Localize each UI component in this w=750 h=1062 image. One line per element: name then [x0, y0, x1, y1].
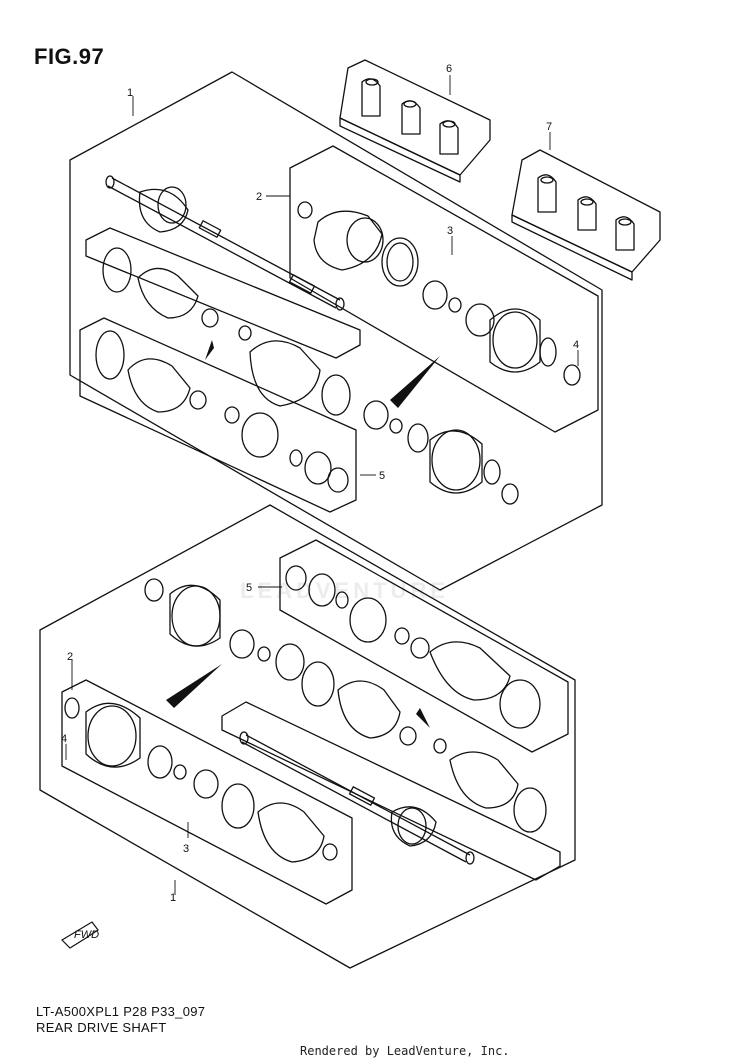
bottom-lower-parts — [64, 697, 338, 863]
callout-top-1: 1 — [127, 87, 133, 99]
callout-top-4: 4 — [573, 339, 579, 351]
callout-bottom-5: 5 — [246, 582, 252, 594]
top-middle-parts — [249, 340, 519, 505]
rendered-by-credit: Rendered by LeadVenture, Inc. — [300, 1044, 510, 1058]
top-inner-frame-upper — [289, 145, 599, 433]
bottom-assembly-frame — [39, 504, 576, 969]
top-strip-a-parts — [102, 247, 252, 341]
callout-top-2: 2 — [256, 191, 262, 203]
fwd-arrow-icon: FWD — [61, 921, 99, 949]
watermark: LEADVENTURE — [240, 578, 450, 603]
top-strip-frame-a — [85, 227, 361, 359]
callout-top-3: 3 — [447, 225, 453, 237]
callout-leaders — [65, 75, 579, 895]
bottom-shaft-frame — [221, 701, 561, 881]
callout-bottom-3: 3 — [183, 843, 189, 855]
model-code: LT-A500XPL1 P28 P33_097 — [36, 1004, 206, 1019]
top-strip-frame-b — [79, 317, 357, 513]
bracket-part-6 — [339, 59, 491, 183]
top-strip-b-parts — [95, 330, 349, 493]
bottom-upper-parts — [285, 565, 541, 729]
figure-title: FIG.97 — [34, 44, 105, 69]
figure-description: REAR DRIVE SHAFT — [36, 1020, 167, 1035]
callout-top-5: 5 — [379, 470, 385, 482]
pointer-wedge-bottom-right — [416, 708, 430, 728]
pointer-wedge-top-left — [205, 340, 214, 360]
top-assembly-frame — [69, 71, 603, 591]
callout-bottom-1: 1 — [170, 892, 176, 904]
callout-bottom-4: 4 — [61, 733, 67, 745]
top-drive-shaft — [105, 175, 345, 311]
pointer-wedge-top-right — [390, 356, 440, 408]
bottom-inner-frame-upper — [279, 539, 569, 753]
bracket-part-7 — [511, 149, 661, 281]
callout-top-7: 7 — [546, 121, 552, 133]
bottom-drive-shaft — [239, 731, 547, 865]
callout-top-6: 6 — [446, 63, 452, 75]
top-inner-parts — [297, 201, 581, 386]
callout-bottom-2: 2 — [67, 651, 73, 663]
bottom-middle-parts — [144, 578, 447, 754]
pointer-wedge-bottom-left — [166, 664, 222, 708]
svg-text:FWD: FWD — [74, 929, 99, 941]
bottom-inner-frame-lower — [61, 679, 353, 905]
